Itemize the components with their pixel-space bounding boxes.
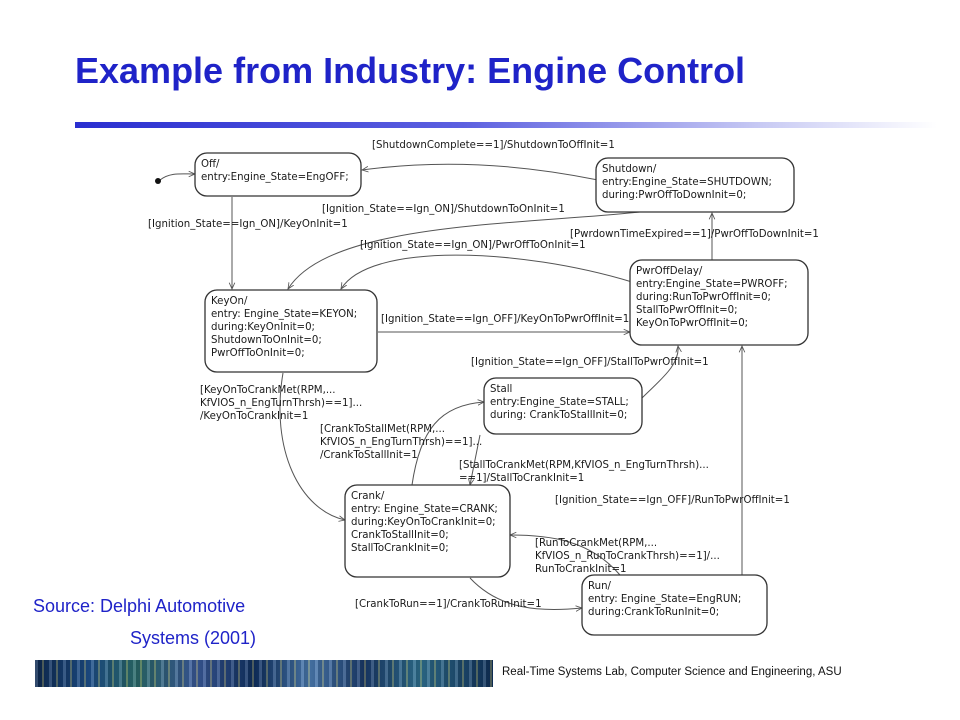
state-stall: Stall entry:Engine_State=STALL; during: Cr… bbox=[483, 377, 643, 435]
transition-label-crank-to-run: [CrankToRun==1]/CrankToRunInit=1 bbox=[355, 599, 542, 610]
transition-label-stall-to-crank: [StallToCrankMet(RPM,KfVIOS_n_EngTurnThr… bbox=[459, 460, 709, 471]
state-box-stall bbox=[483, 377, 643, 435]
state-pwroffdelay-line: entry:Engine_State=PWROFF; bbox=[636, 279, 788, 290]
transition-labels: [ShutdownComplete==1]/ShutdownToOffInit=… bbox=[148, 140, 819, 610]
transition-label-shutdown-to-keyon: [Ignition_State==Ign_ON]/ShutdownToOnIni… bbox=[322, 204, 565, 215]
keyon-to-crank-edge bbox=[279, 372, 345, 520]
stall-to-crank-edge bbox=[470, 434, 481, 485]
state-off-line: Off/ bbox=[201, 159, 220, 170]
state-shutdown: Shutdown/entry:Engine_State=SHUTDOWN;dur… bbox=[595, 157, 795, 213]
state-crank-line: StallToCrankInit=0; bbox=[351, 543, 449, 554]
transition-label-stall-to-crank: ==1]/StallToCrankInit=1 bbox=[459, 473, 584, 484]
stall-to-pwroff-edge bbox=[641, 346, 678, 399]
state-crank-line: entry: Engine_State=CRANK; bbox=[351, 504, 498, 515]
shutdown-to-keyon-edge bbox=[288, 211, 641, 289]
state-pwroffdelay-line: PwrOffDelay/ bbox=[636, 266, 703, 277]
state-keyon-line: during:KeyOnInit=0; bbox=[211, 322, 315, 333]
state-crank-line: Crank/ bbox=[351, 491, 385, 502]
state-boxes: Off/entry:Engine_State=EngOFF; Shutdown/e… bbox=[194, 152, 809, 636]
footer-circuit-image bbox=[35, 660, 493, 687]
state-stall-line: during: CrankToStallInit=0; bbox=[490, 410, 627, 421]
state-keyon-line: PwrOffToOnInit=0; bbox=[211, 348, 305, 359]
state-stall-line: Stall bbox=[490, 384, 512, 395]
initial-to-off-edge bbox=[159, 174, 195, 181]
source-line-1: Source: Delphi Automotive bbox=[33, 596, 246, 616]
state-box-crank bbox=[344, 484, 511, 578]
transition-label-pwroff-to-shutdown: [PwrdownTimeExpired==1]/PwrOffToDownInit… bbox=[570, 229, 819, 240]
title-underline bbox=[75, 122, 937, 128]
transition-label-run-to-crank: [RunToCrankMet(RPM,... bbox=[535, 538, 657, 549]
footer-lab-name: Real-Time Systems Lab, Computer Science … bbox=[502, 666, 842, 678]
state-box-keyon bbox=[204, 289, 378, 373]
transition-label-keyon-to-crank: KfVIOS_n_EngTurnThrsh)==1]... bbox=[200, 398, 362, 409]
state-shutdown-line: Shutdown/ bbox=[602, 164, 657, 175]
slide-title: Example from Industry: Engine Control bbox=[75, 50, 746, 91]
state-keyon-line: ShutdownToOnInit=0; bbox=[211, 335, 322, 346]
transition-label-crank-to-stall: KfVIOS_n_EngTurnThrsh)==1]... bbox=[320, 437, 482, 448]
state-keyon: KeyOn/entry: Engine_State=KEYON; during:K… bbox=[204, 289, 378, 373]
initial-state-dot bbox=[155, 178, 161, 184]
transition-label-keyon-to-crank: /KeyOnToCrankInit=1 bbox=[200, 411, 308, 422]
transition-label-run-to-pwroff: [Ignition_State==Ign_OFF]/RunToPwrOffIni… bbox=[555, 495, 790, 506]
state-run-line: entry: Engine_State=EngRUN; bbox=[588, 594, 741, 605]
state-box-run bbox=[581, 574, 768, 636]
state-off-line: entry:Engine_State=EngOFF; bbox=[201, 172, 349, 183]
state-shutdown-line: during:PwrOffToDownInit=0; bbox=[602, 190, 746, 201]
state-box-pwroffdelay bbox=[629, 259, 809, 346]
transition-label-stall-to-pwroff: [Ignition_State==Ign_OFF]/StallToPwrOffI… bbox=[471, 357, 709, 368]
transition-label-pwroff-to-keyon: [Ignition_State==Ign_ON]/PwrOffToOnInit=… bbox=[360, 240, 586, 251]
transition-label-run-to-crank: RunToCrankInit=1 bbox=[535, 564, 626, 575]
state-run: Run/entry: Engine_State=EngRUN; during:Cr… bbox=[581, 574, 768, 636]
state-keyon-line: entry: Engine_State=KEYON; bbox=[211, 309, 357, 320]
state-keyon-line: KeyOn/ bbox=[211, 296, 248, 307]
state-crank: Crank/entry: Engine_State=CRANK; during:K… bbox=[344, 484, 511, 578]
shutdown-to-off-edge bbox=[362, 163, 599, 181]
transition-arrows bbox=[155, 163, 742, 610]
state-box-shutdown bbox=[595, 157, 795, 213]
state-crank-line: CrankToStallInit=0; bbox=[351, 530, 449, 541]
transition-label-crank-to-stall: /CrankToStallInit=1 bbox=[320, 450, 418, 461]
state-pwroffdelay: PwrOffDelay/entry:Engine_State=PWROFF;du… bbox=[629, 259, 809, 346]
state-box-off bbox=[194, 152, 362, 197]
state-crank-line: during:KeyOnToCrankInit=0; bbox=[351, 517, 496, 528]
transition-label-keyon-to-pwroff: [Ignition_State==Ign_OFF]/KeyOnToPwrOffI… bbox=[381, 314, 629, 325]
state-pwroffdelay-line: StallToPwrOffInit=0; bbox=[636, 305, 738, 316]
transition-label-keyon-to-crank: [KeyOnToCrankMet(RPM,... bbox=[200, 385, 336, 396]
state-off: Off/entry:Engine_State=EngOFF; bbox=[194, 152, 362, 197]
crank-to-stall-edge bbox=[411, 402, 484, 486]
transition-label-run-to-crank: KfVIOS_n_RunToCrankThrsh)==1]/... bbox=[535, 551, 720, 562]
state-run-line: Run/ bbox=[588, 581, 612, 592]
state-pwroffdelay-line: KeyOnToPwrOffInit=0; bbox=[636, 318, 748, 329]
source-line-2: Systems (2001) bbox=[130, 628, 257, 648]
transition-label-off-to-keyon: [Ignition_State==Ign_ON]/KeyOnInit=1 bbox=[148, 219, 348, 230]
state-pwroffdelay-line: during:RunToPwrOffInit=0; bbox=[636, 292, 771, 303]
state-shutdown-line: entry:Engine_State=SHUTDOWN; bbox=[602, 177, 772, 188]
run-to-crank-edge bbox=[510, 535, 621, 576]
crank-to-run-edge bbox=[469, 577, 582, 610]
state-run-line: during:CrankToRunInit=0; bbox=[588, 607, 719, 618]
transition-label-shutdown-to-off: [ShutdownComplete==1]/ShutdownToOffInit=… bbox=[372, 140, 615, 151]
pwroff-to-keyon-edge bbox=[341, 254, 633, 289]
state-stall-line: entry:Engine_State=STALL; bbox=[490, 397, 629, 408]
transition-label-crank-to-stall: [CrankToStallMet(RPM,... bbox=[320, 424, 445, 435]
